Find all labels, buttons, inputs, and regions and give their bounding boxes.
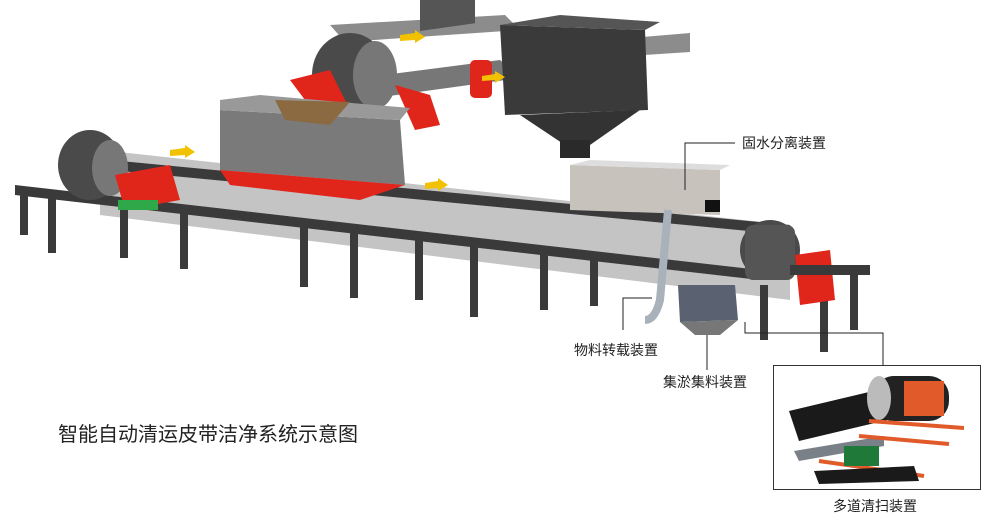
label-solid-water-separator: 固水分离装置 (742, 136, 826, 152)
solid-water-separator (570, 160, 730, 215)
multi-stage-cleaner-inset (773, 365, 981, 490)
label-multi-stage-cleaner: 多道清扫装置 (833, 499, 917, 515)
leader-lines (622, 142, 884, 370)
label-sludge-collection: 集淤集料装置 (663, 375, 747, 391)
main-conveyor-belt (15, 130, 870, 352)
cleaner-detail-illustration (789, 376, 965, 484)
upper-belt-section (290, 0, 690, 158)
tank-assembly (220, 95, 410, 200)
material-transfer-pipe (644, 209, 672, 324)
sludge-collection-bin (678, 285, 738, 335)
diagram-title: 智能自动清运皮带洁净系统示意图 (58, 422, 358, 446)
label-material-transfer: 物料转载装置 (574, 343, 658, 359)
